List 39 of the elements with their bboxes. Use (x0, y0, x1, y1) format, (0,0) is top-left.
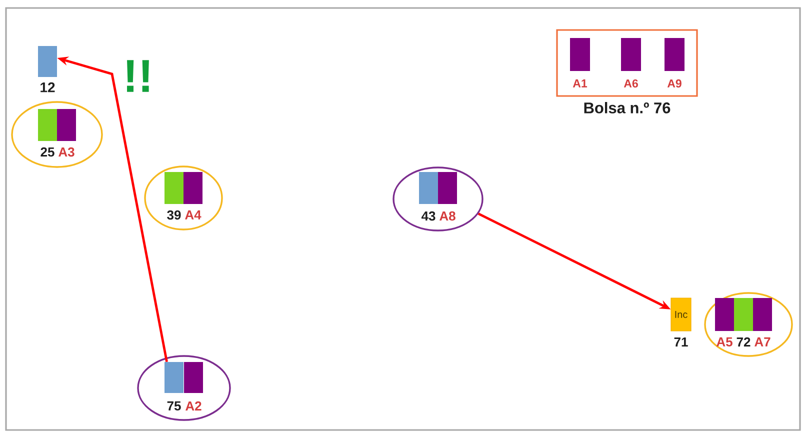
node-label: A7 (754, 337, 770, 346)
group-ellipse (144, 166, 223, 230)
group-ellipse (704, 292, 793, 357)
node-label: Bolsa n.º 76 (584, 102, 670, 114)
node-label: 39 (167, 210, 181, 220)
node-label: A5 (716, 337, 732, 346)
labeled-block: 75 (164, 362, 184, 410)
labeled-block: A8 (438, 172, 457, 221)
node-label: A3 (58, 147, 74, 157)
labeled-block: A5 (715, 298, 734, 346)
node-label: 25 (40, 147, 54, 157)
node-label: 71 (674, 338, 688, 346)
labeled-block: 12 (38, 46, 57, 92)
labeled-block: 39 (164, 172, 184, 220)
node-label: A6 (624, 79, 638, 88)
node-label: 12 (40, 82, 55, 92)
labeled-block: A2 (184, 362, 203, 410)
node-label: 72 (736, 337, 750, 346)
exclamation-marks: !! (127, 60, 149, 92)
node-label: A4 (185, 210, 202, 220)
node-label: A9 (667, 79, 682, 88)
labeled-block: A6 (621, 38, 641, 88)
group-ellipse (137, 355, 231, 421)
group-ellipse (11, 101, 103, 168)
labeled-block: A4 (184, 172, 202, 220)
labeled-block: A1 (570, 38, 590, 88)
node-label: 75 (167, 401, 181, 410)
labeled-box: Inc 71 (670, 298, 692, 346)
labeled-block: 72 (734, 298, 753, 346)
labeled-block: A9 (664, 38, 684, 88)
labeled-block: A3 (57, 109, 76, 157)
labeled-block: 25 (38, 109, 57, 157)
labeled-block: 43 (419, 172, 438, 221)
node-label: A8 (440, 211, 456, 221)
group-ellipse (392, 166, 484, 232)
labeled-block: A7 (753, 298, 772, 346)
node-label: 43 (421, 211, 436, 221)
node-label: A1 (572, 79, 588, 88)
node-label: A2 (186, 401, 202, 410)
